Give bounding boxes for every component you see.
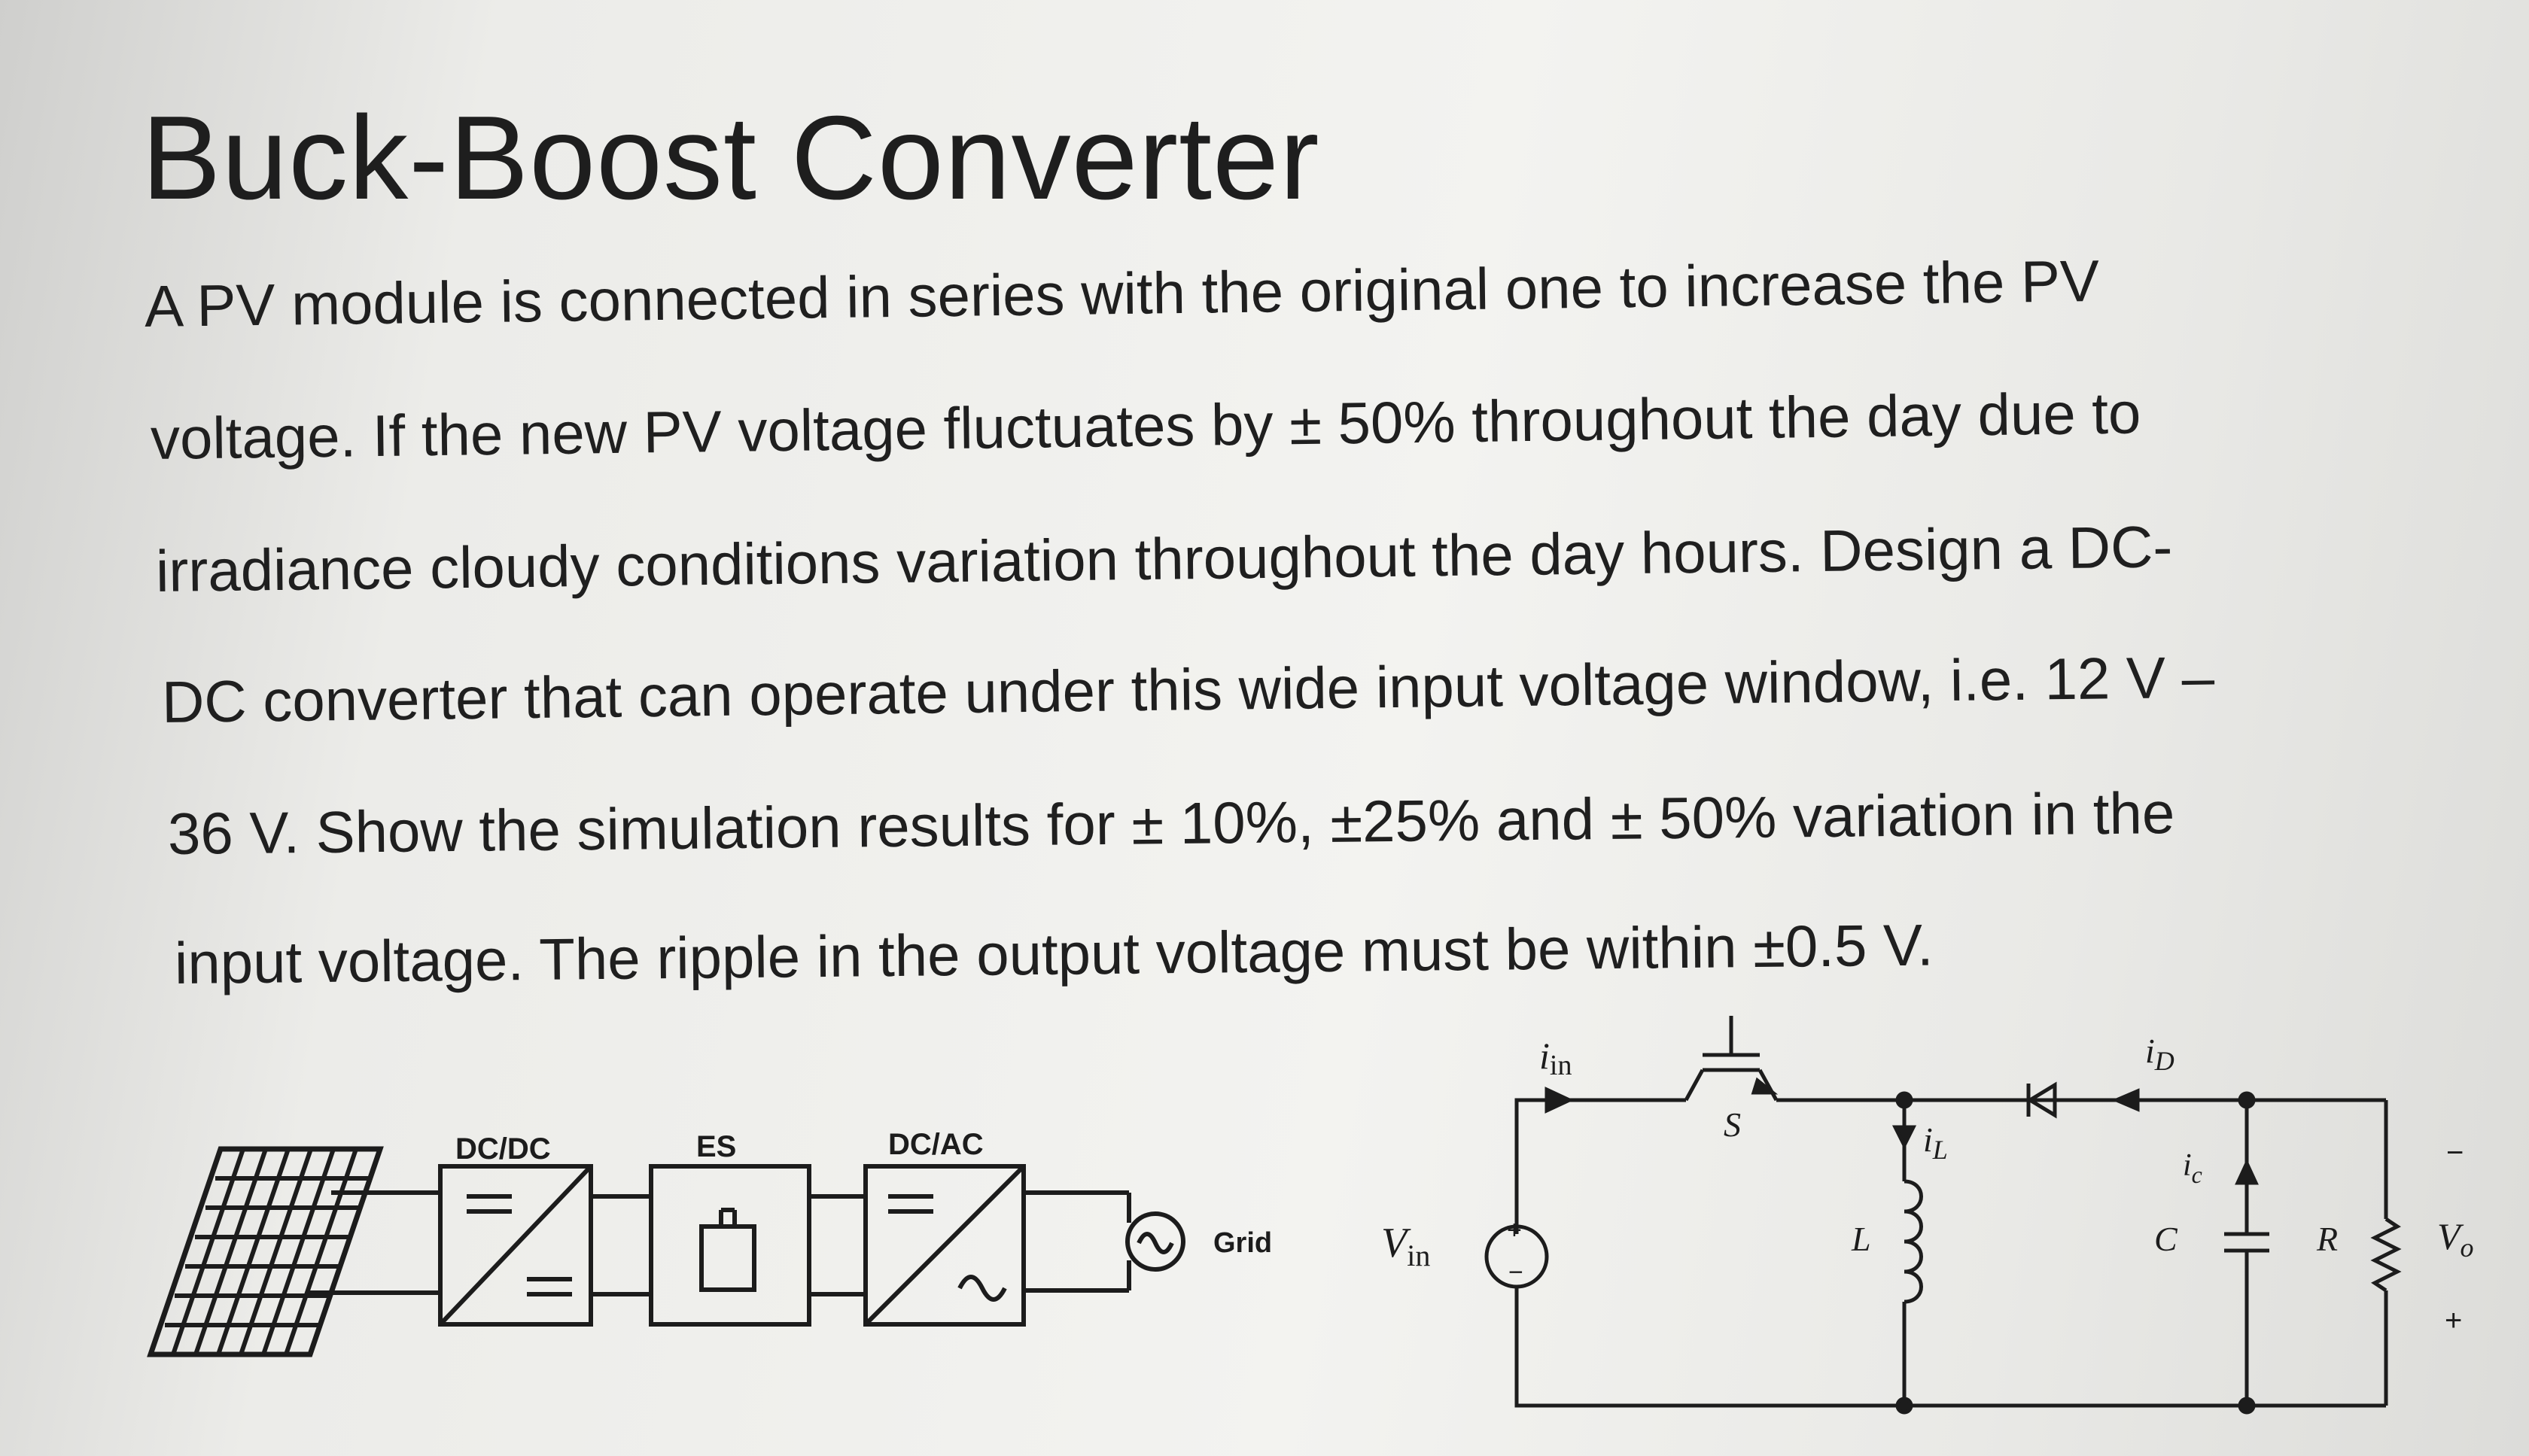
diode-icon <box>2026 1081 2247 1119</box>
ic-label: ic <box>2183 1148 2202 1188</box>
vin-label: Vin <box>1381 1220 1430 1272</box>
il-arrow-icon <box>1891 1125 1917 1150</box>
pv-system-diagram <box>147 1146 1185 1357</box>
grid-source-icon <box>1125 1211 1185 1272</box>
buck-boost-circuit <box>1484 1016 2402 1415</box>
inductor-label: L <box>1851 1220 1871 1258</box>
vo-plus: + <box>2445 1304 2462 1337</box>
id-arrow-icon <box>2111 1088 2140 1112</box>
dcdc-converter-block <box>438 1164 593 1327</box>
resistor-icon <box>2370 1217 2402 1293</box>
vin-minus: − <box>1508 1258 1523 1287</box>
switch-label: S <box>1724 1105 1741 1144</box>
inductor-icon <box>1904 1179 1923 1304</box>
capacitor-icon <box>2224 1232 2269 1253</box>
energy-storage-block <box>649 1164 811 1327</box>
vo-label: Vo <box>2437 1215 2474 1263</box>
es-label: ES <box>696 1130 736 1163</box>
vin-plus: + <box>1507 1216 1522 1245</box>
pv-panel-icon <box>147 1146 384 1357</box>
il-label: iL <box>1923 1120 1948 1165</box>
iin-arrow-icon <box>1544 1087 1574 1114</box>
dcac-label: DC/AC <box>888 1128 984 1161</box>
id-label: iD <box>2145 1032 2174 1076</box>
iin-label: iin <box>1539 1035 1572 1081</box>
dcdc-label: DC/DC <box>455 1132 551 1166</box>
ic-arrow-icon <box>2235 1159 2259 1185</box>
resistor-label: R <box>2316 1220 2338 1258</box>
capacitor-label: C <box>2154 1220 2178 1258</box>
grid-label: Grid <box>1213 1227 1272 1259</box>
dcac-inverter-block <box>863 1164 1026 1327</box>
slide-title: Buck-Boost Converter <box>142 92 1320 224</box>
battery-icon <box>699 1208 756 1292</box>
switch-s-icon <box>1684 1016 1779 1102</box>
vo-minus: − <box>2446 1136 2464 1169</box>
vin-source-icon <box>1484 1224 1549 1289</box>
